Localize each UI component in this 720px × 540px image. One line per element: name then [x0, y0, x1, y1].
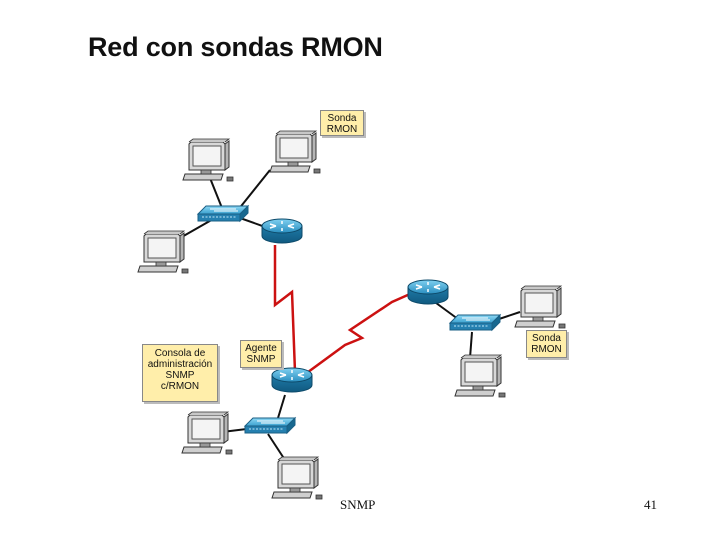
- probe-label-right: Sonda RMON: [526, 330, 567, 358]
- agent-label: Agente SNMP: [240, 340, 282, 368]
- label-line: SNMP: [165, 370, 195, 381]
- probe-label-top: Sonda RMON: [320, 110, 364, 136]
- router-icon: [261, 218, 303, 244]
- router-icon: [407, 279, 449, 305]
- footer-text: SNMP: [340, 497, 376, 512]
- label-line: administración: [147, 359, 213, 370]
- label-line: Sonda: [327, 113, 357, 124]
- router-icon: [271, 367, 313, 393]
- wan-links: [273, 245, 411, 377]
- workstation-icon: [454, 354, 506, 398]
- switch-icon: [244, 417, 296, 434]
- label-line: Consola de: [154, 348, 206, 359]
- workstation-icon: [182, 138, 234, 182]
- console-label: Consola de administración SNMP c/RMON: [142, 344, 218, 402]
- label-line: c/RMON: [160, 381, 200, 392]
- workstation-icon: [137, 230, 189, 274]
- slide-title: Red con sondas RMON: [88, 32, 383, 62]
- workstation-icon: [269, 130, 321, 174]
- workstation-icon: [514, 285, 566, 329]
- label-line: SNMP: [246, 354, 276, 365]
- workstation-icon: [181, 411, 233, 455]
- page-number: 41: [644, 497, 657, 512]
- label-line: Agente: [245, 343, 277, 354]
- switch-icon: [197, 205, 249, 222]
- label-line: RMON: [326, 124, 358, 135]
- workstation-icon: [271, 456, 323, 500]
- switch-icon: [449, 314, 501, 331]
- label-line: Sonda: [532, 333, 561, 344]
- label-line: RMON: [531, 344, 562, 355]
